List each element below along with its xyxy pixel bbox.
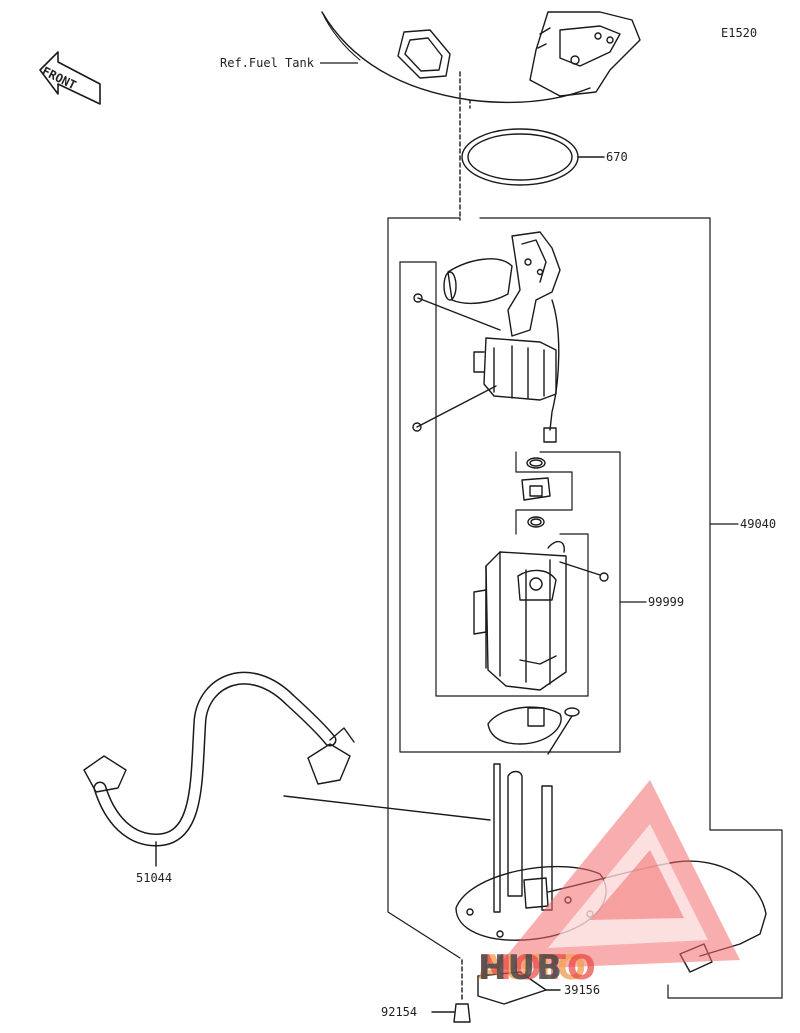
pump-module — [473, 541, 609, 691]
cap-39156 — [477, 971, 561, 1005]
ref-fuel-tank-label: Ref.Fuel Tank — [220, 56, 314, 70]
screw-icon — [412, 385, 497, 432]
bolt-92154 — [431, 959, 471, 1023]
inner-bracket-frame — [399, 261, 621, 753]
fuel-tank-reference — [321, 11, 641, 221]
watermark-word-moto: MOTO — [478, 948, 597, 988]
bracket-99999 — [515, 451, 647, 603]
connector-seals — [521, 457, 551, 528]
assembly-frame-49040 — [387, 217, 783, 999]
screw-icon — [413, 293, 501, 331]
part-number-99999: 99999 — [648, 595, 685, 609]
filter-base — [487, 706, 580, 755]
ref-leader-line — [320, 62, 358, 64]
watermark-word-hub: HUB — [478, 948, 563, 988]
fuel-hose-51044 — [83, 671, 355, 867]
part-number-670: 670 — [606, 150, 628, 164]
diagram-code: E1520 — [721, 26, 758, 40]
part-number-39156: 39156 — [564, 983, 601, 997]
part-number-51044: 51044 — [136, 871, 173, 885]
part-number-92154: 92154 — [381, 1005, 418, 1019]
front-direction-arrow — [39, 51, 101, 105]
watermark-word-auto: AUTO — [478, 948, 587, 988]
screw-icon — [559, 561, 609, 582]
o-ring-670 — [461, 128, 605, 186]
part-number-49040: 49040 — [740, 517, 777, 531]
watermark-triangle — [495, 780, 740, 970]
regulator-housing — [412, 231, 561, 443]
